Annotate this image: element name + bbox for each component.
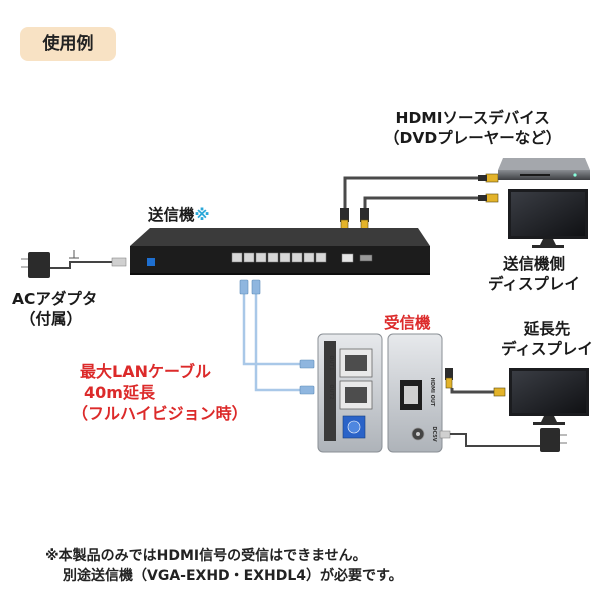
dc-label: DC5V	[431, 426, 437, 441]
tx-display-label: 送信機側 ディスプレイ	[488, 255, 580, 293]
ac-adapter-icon	[21, 250, 127, 278]
hdmi-cable-receiver	[445, 368, 506, 397]
footnote: ※本製品のみではHDMI信号の受信はできません。 別途送信機（VGA-EXHD・…	[45, 546, 403, 586]
footnote-line1: ※本製品のみではHDMI信号の受信はできません。	[45, 548, 367, 564]
port-label-out1: OUT1	[328, 355, 334, 371]
ext-display-label: 延長先 ディスプレイ	[501, 320, 593, 358]
footnote-line2: 別途送信機（VGA-EXHD・EXHDL4）が必要です。	[63, 568, 403, 584]
receiver-front: OUT1 OUT2	[317, 333, 383, 453]
hdmi-out-label: HDMI OUT	[429, 378, 435, 407]
transmitter-device	[130, 228, 430, 275]
receiver-label: 受信機	[384, 314, 431, 332]
ac-adapter-label: ACアダプタ （付属）	[12, 290, 98, 328]
tx-display-tv-icon	[508, 189, 588, 248]
lan-cables	[242, 290, 302, 392]
receiver-back: HDMI OUT DC5V	[387, 333, 443, 453]
lan-cable-label: 最大LANケーブル 40m延長 （フルハイビジョン時）	[72, 362, 248, 423]
transmitter-label: 送信機※	[148, 206, 210, 224]
hdmi-source-label: HDMIソースデバイス （DVDプレーヤーなど）	[384, 109, 562, 147]
receiver-ac-adapter-icon	[439, 428, 567, 452]
dvd-player-icon	[498, 158, 590, 180]
hdmi-cable-tx-display	[363, 193, 499, 222]
hdmi-plug-transmitter	[340, 208, 369, 232]
lan-plugs	[239, 279, 315, 395]
port-label-out2: OUT2	[328, 384, 334, 400]
ext-display-tv-icon	[509, 368, 589, 425]
usage-example-badge: 使用例	[20, 27, 116, 61]
